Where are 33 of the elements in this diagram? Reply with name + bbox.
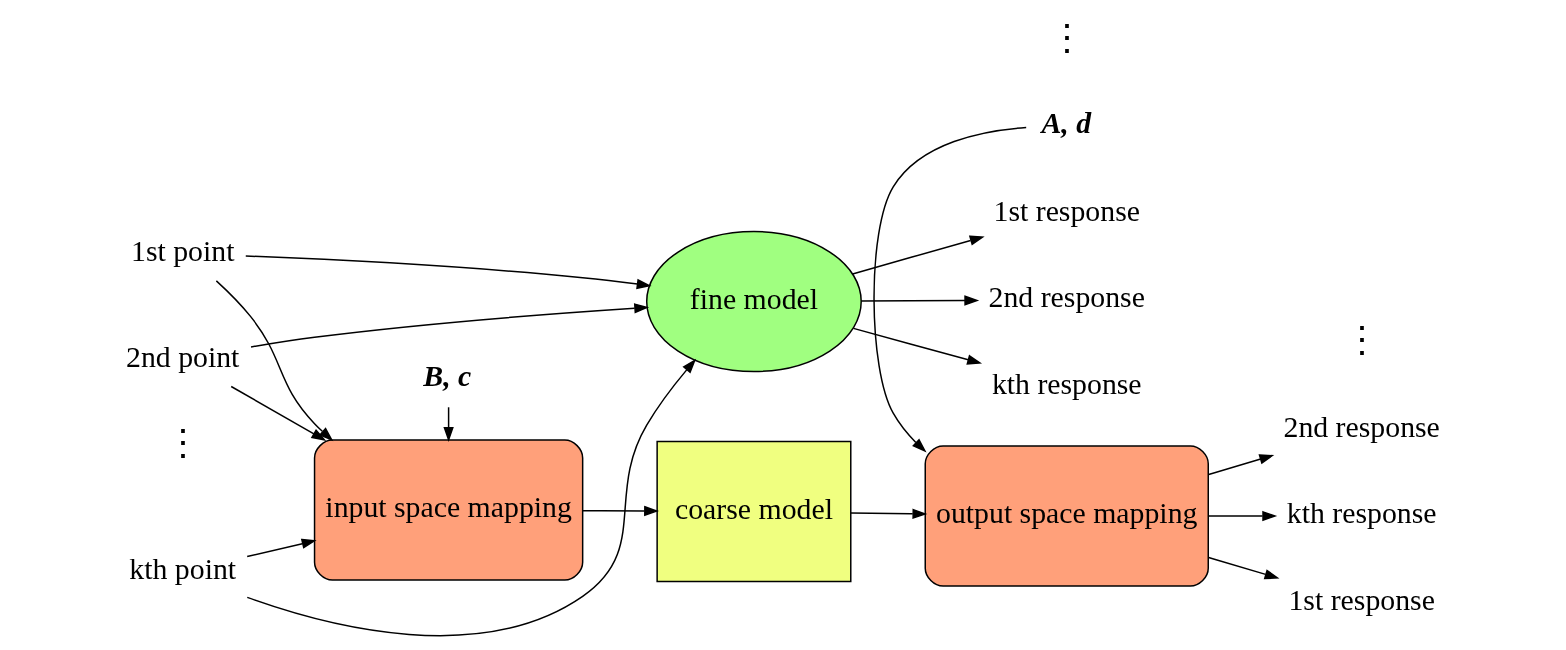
node-text: 2nd point [126, 340, 240, 374]
arrow [1207, 510, 1278, 522]
arrow [860, 295, 980, 306]
label: ⋮ [1343, 320, 1380, 361]
node-box: coarse model [656, 440, 852, 583]
arrow [246, 358, 697, 637]
node-text: 1st response [1288, 582, 1435, 616]
node-text: kth point [129, 551, 237, 585]
node-text: A, d [1041, 106, 1092, 140]
arrow [245, 255, 652, 290]
node-text: 2nd response [988, 280, 1145, 314]
arrow [1207, 454, 1275, 476]
arrow [850, 508, 928, 519]
node-box: input space mapping [313, 439, 584, 581]
node-box: output space mapping [924, 445, 1209, 587]
node-text: kth response [1286, 496, 1437, 530]
label: ⋮ [1048, 18, 1085, 59]
node-text: 1st response [993, 194, 1140, 228]
arrow [230, 385, 327, 441]
arrow [443, 406, 454, 442]
arrow [246, 538, 317, 558]
node-text: kth response [991, 366, 1142, 400]
node-text: 1st point [131, 234, 235, 268]
arrow [250, 303, 650, 348]
label: ⋮ [164, 423, 201, 464]
arrow [873, 126, 1027, 453]
node-text: 2nd response [1283, 410, 1440, 444]
arrow [581, 505, 659, 517]
arrow [852, 327, 983, 365]
arrow [1207, 556, 1280, 580]
node-text: B, c [423, 359, 472, 393]
arrow [215, 280, 334, 442]
arrow [851, 235, 985, 275]
